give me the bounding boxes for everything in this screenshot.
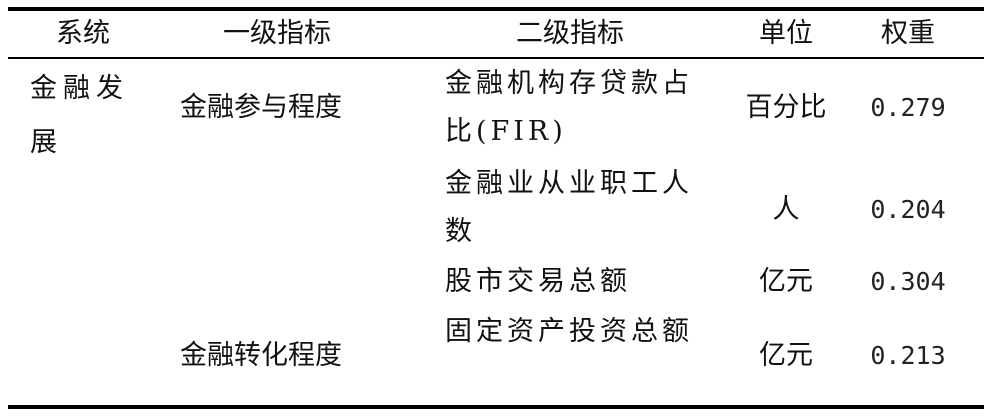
weight-cell: 0.304 — [870, 267, 946, 296]
table-header-rule — [8, 57, 984, 59]
unit-cell: 人 — [772, 194, 800, 225]
header-level1: 一级指标 — [223, 18, 331, 49]
header-level2: 二级指标 — [516, 18, 624, 49]
level2-cell: 固定资产投资总额 — [445, 316, 693, 347]
weight-cell: 0.204 — [870, 195, 946, 224]
header-unit: 单位 — [759, 18, 813, 49]
header-system: 系统 — [56, 18, 110, 49]
weight-cell: 0.279 — [870, 93, 946, 122]
unit-cell: 百分比 — [745, 92, 827, 123]
level1-cell-conversion: 金融转化程度 — [180, 340, 342, 371]
level2-cell: 股市交易总额 — [445, 266, 631, 297]
unit-cell: 亿元 — [759, 266, 813, 297]
level2-cell: 金融机构存贷款占比(FIR) — [445, 68, 693, 147]
level1-cell-participation: 金融参与程度 — [180, 92, 342, 123]
table-top-rule — [8, 7, 984, 11]
header-weight: 权重 — [881, 18, 935, 49]
table-bottom-rule — [8, 405, 984, 409]
system-cell: 金融发展 — [30, 73, 129, 158]
level2-cell: 金融业从业职工人数 — [445, 168, 693, 247]
weight-cell: 0.213 — [870, 341, 946, 370]
unit-cell: 亿元 — [759, 340, 813, 371]
